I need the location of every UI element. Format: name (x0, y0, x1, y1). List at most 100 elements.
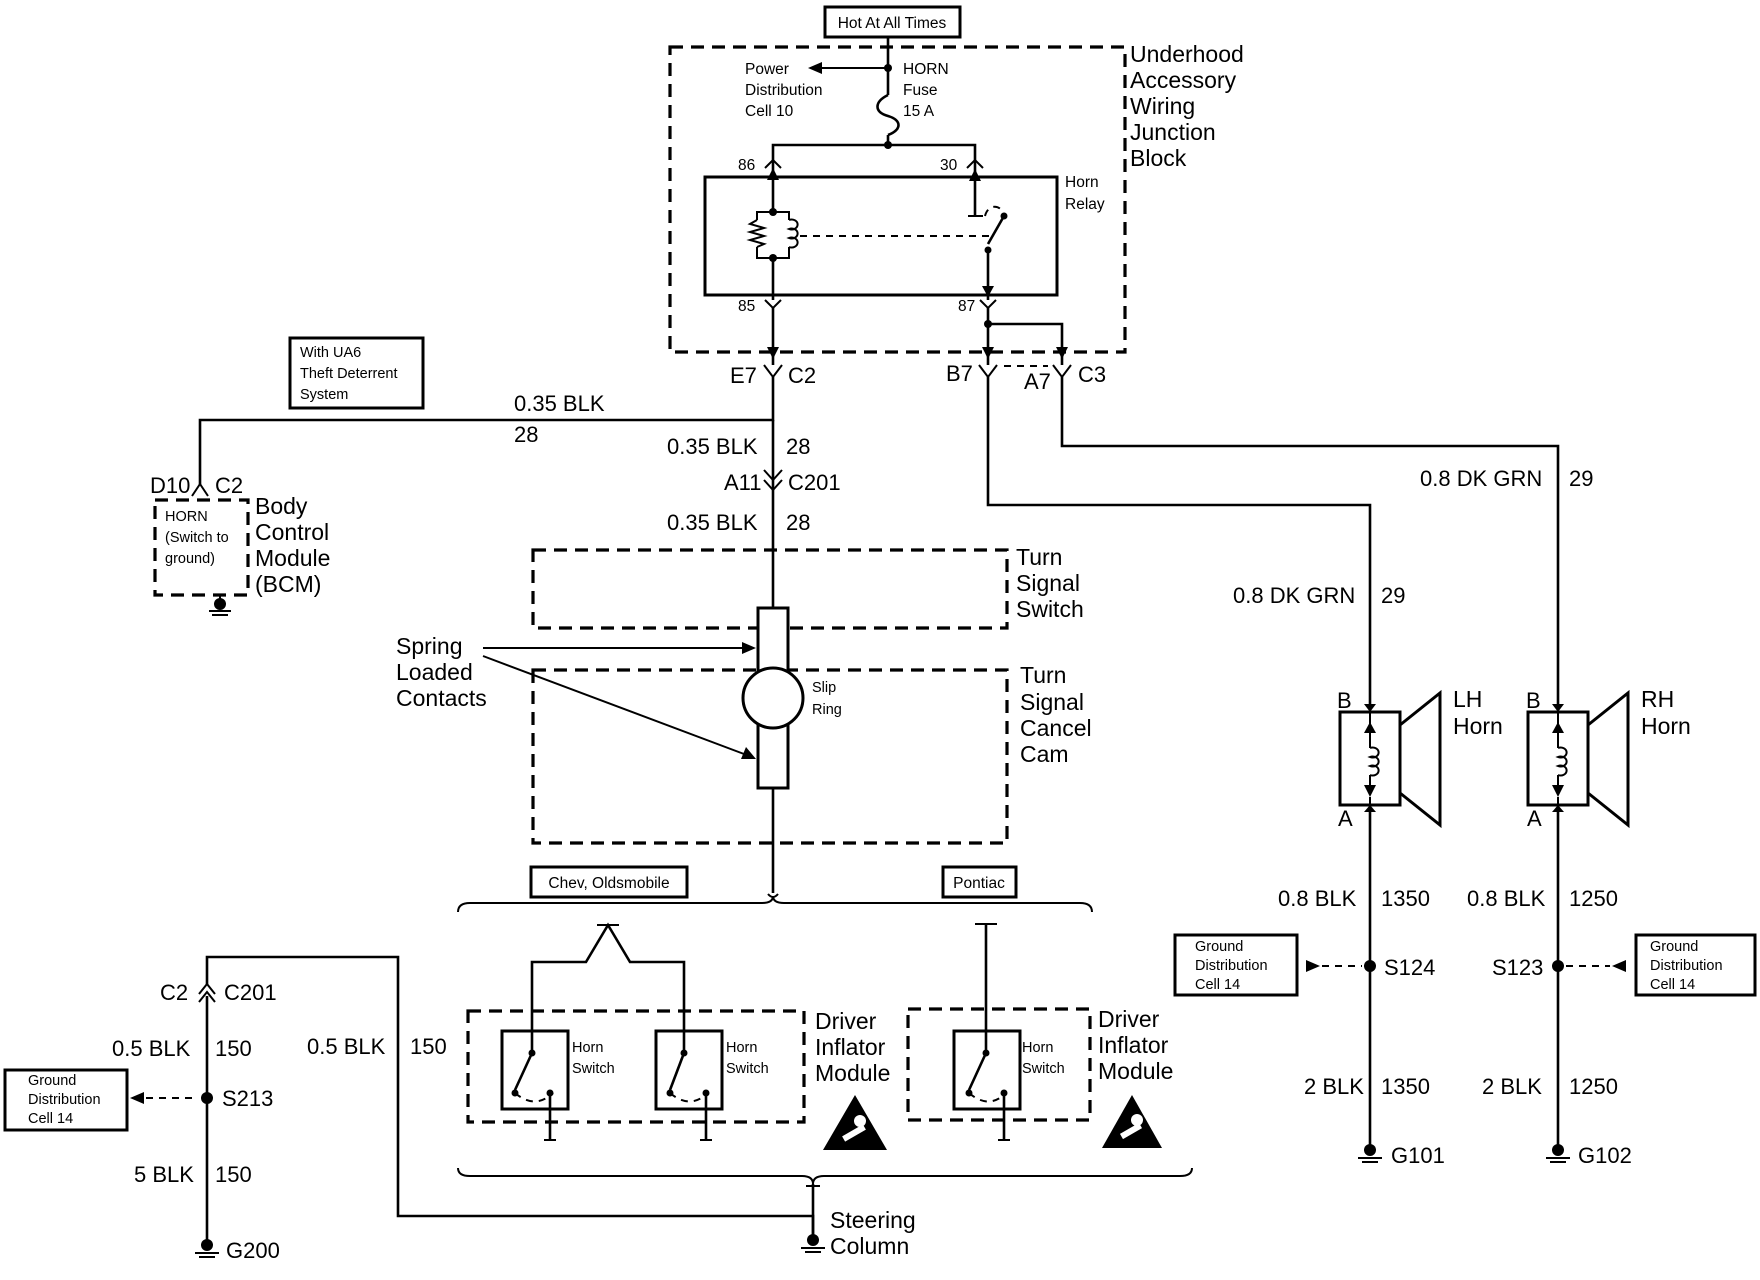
relay-coil (746, 164, 799, 300)
svg-text:Fuse: Fuse (903, 82, 937, 99)
svg-text:RH: RH (1641, 686, 1674, 712)
svg-text:Cell 14: Cell 14 (28, 1111, 73, 1127)
svg-text:Ring: Ring (812, 702, 842, 718)
svg-text:Theft Deterrent: Theft Deterrent (300, 366, 398, 382)
svg-text:C3: C3 (1078, 362, 1106, 387)
connector-a11-c201: A11 C201 (724, 469, 841, 495)
svg-text:Switch: Switch (1016, 596, 1084, 622)
svg-text:A7: A7 (1024, 369, 1051, 394)
svg-text:Distribution: Distribution (1650, 958, 1723, 974)
svg-text:Pontiac: Pontiac (953, 875, 1005, 892)
svg-text:Distribution: Distribution (745, 82, 823, 99)
svg-text:Inflator: Inflator (1098, 1032, 1169, 1058)
svg-text:29: 29 (1381, 583, 1405, 608)
underhood-junction-block (668, 45, 1127, 354)
ground-g200: G200 (195, 1238, 280, 1263)
horn-switch-1: Horn Switch (500, 1001, 615, 1141)
wire-29-lh (986, 377, 1372, 705)
driver-inflator-module-label-chev: Driver Inflator Module (815, 1008, 890, 1086)
svg-text:Signal: Signal (1020, 689, 1084, 715)
svg-text:0.5 BLK: 0.5 BLK (307, 1034, 386, 1059)
ground-g102: G102 (1546, 1143, 1632, 1168)
wire-28-bcm (198, 377, 775, 485)
svg-text:1250: 1250 (1569, 886, 1618, 911)
svg-text:0.8 BLK: 0.8 BLK (1467, 886, 1546, 911)
svg-text:G200: G200 (226, 1238, 280, 1263)
svg-text:150: 150 (215, 1036, 252, 1061)
body-control-module (153, 498, 250, 597)
svg-text:E7: E7 (730, 363, 757, 388)
pin-87: 87 (958, 298, 997, 315)
svg-text:Driver: Driver (815, 1008, 877, 1034)
driver-inflator-module-chev (466, 1009, 806, 1124)
svg-text:2 BLK: 2 BLK (1304, 1074, 1364, 1099)
horn-switch-2: Horn Switch (654, 1001, 769, 1141)
bcm-ground-icon (209, 595, 231, 616)
steering-column-label: Steering Column (830, 1207, 916, 1259)
svg-text:Switch: Switch (572, 1061, 615, 1077)
splice-s123: S123 (1492, 955, 1626, 980)
svg-text:Horn: Horn (1065, 174, 1099, 191)
ground-distribution-ref-s124: Ground Distribution Cell 14 (1173, 933, 1299, 997)
svg-text:B7: B7 (946, 361, 973, 386)
svg-text:S123: S123 (1492, 955, 1543, 980)
svg-text:Body: Body (255, 493, 308, 519)
pontiac-note: Pontiac (941, 865, 1018, 899)
svg-text:Block: Block (1130, 145, 1187, 171)
horn-fuse: HORN Fuse 15 A (876, 61, 949, 149)
svg-text:0.5 BLK: 0.5 BLK (112, 1036, 191, 1061)
svg-text:Contacts: Contacts (396, 685, 487, 711)
svg-text:With UA6: With UA6 (300, 345, 361, 361)
svg-text:S124: S124 (1384, 955, 1435, 980)
svg-text:28: 28 (786, 434, 810, 459)
svg-text:C2: C2 (160, 980, 188, 1005)
svg-text:28: 28 (786, 510, 810, 535)
svg-text:HORN: HORN (903, 61, 949, 78)
pin-85: 85 (738, 298, 782, 315)
svg-text:Switch: Switch (726, 1061, 769, 1077)
svg-text:Cell 14: Cell 14 (1195, 977, 1240, 993)
svg-text:D10: D10 (150, 473, 190, 498)
lh-horn: B A LH Horn (1337, 686, 1503, 831)
hot-at-all-times-note: Hot At All Times (823, 5, 962, 39)
pin-30: 30 (940, 157, 984, 174)
wire-29-rh (1060, 377, 1560, 705)
svg-text:Ground: Ground (28, 1073, 76, 1089)
svg-text:Hot At All Times: Hot At All Times (838, 15, 947, 32)
relay-switch (968, 164, 1008, 300)
svg-text:30: 30 (940, 157, 958, 174)
ua6-note: With UA6 Theft Deterrent System (288, 336, 425, 410)
splice-s213: S213 (130, 1086, 273, 1111)
svg-text:Driver: Driver (1098, 1006, 1160, 1032)
svg-text:Cell 14: Cell 14 (1650, 977, 1695, 993)
svg-text:Horn: Horn (726, 1040, 757, 1056)
svg-text:Inflator: Inflator (815, 1034, 886, 1060)
svg-text:150: 150 (410, 1034, 447, 1059)
svg-text:LH: LH (1453, 686, 1482, 712)
svg-text:Cancel: Cancel (1020, 715, 1092, 741)
svg-text:Cam: Cam (1020, 741, 1069, 767)
horn-switch-3: Horn Switch (952, 1001, 1065, 1141)
bottom-bracket (457, 1167, 1193, 1185)
svg-text:HORN: HORN (165, 509, 208, 525)
wire-150-ground (205, 955, 815, 1235)
svg-text:Switch: Switch (1022, 1061, 1065, 1077)
connector-e7-c2: E7 C2 (730, 363, 816, 388)
svg-text:0.35 BLK: 0.35 BLK (667, 434, 758, 459)
svg-text:1350: 1350 (1381, 1074, 1430, 1099)
svg-text:Steering: Steering (830, 1207, 916, 1233)
svg-text:Ground: Ground (1195, 939, 1243, 955)
svg-text:System: System (300, 387, 348, 403)
splice-s124: S124 (1306, 955, 1435, 980)
svg-text:Horn: Horn (1453, 713, 1503, 739)
ground-distribution-ref-left: Ground Distribution Cell 14 (3, 1068, 129, 1132)
spring-loaded-contacts: Spring Loaded Contacts (396, 633, 756, 759)
svg-text:29: 29 (1569, 466, 1593, 491)
svg-text:Chev, Oldsmobile: Chev, Oldsmobile (548, 875, 669, 892)
svg-text:B: B (1526, 688, 1541, 713)
svg-text:1250: 1250 (1569, 1074, 1618, 1099)
svg-text:Module: Module (815, 1060, 890, 1086)
turn-signal-switch-label: Turn Signal Switch (1016, 544, 1084, 622)
svg-text:ground): ground) (165, 551, 215, 567)
